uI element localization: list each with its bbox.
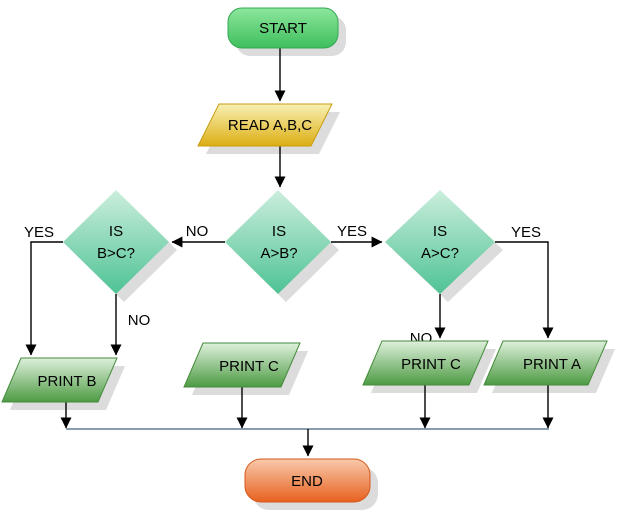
label-ac-yes: YES xyxy=(511,224,541,241)
end-label: END xyxy=(291,473,323,490)
print-a-node xyxy=(483,340,608,386)
edge-ac-yes xyxy=(495,241,554,339)
label-bc-no: NO xyxy=(128,312,151,329)
label-ab-yes: YES xyxy=(337,223,367,240)
edge-label-layer: YES NO YES YES NO NO xyxy=(24,223,541,347)
print-b-label: PRINT B xyxy=(38,373,97,390)
start-label: START xyxy=(259,20,307,37)
decision-ab-line1: IS xyxy=(272,223,286,240)
print-c-middle-label: PRINT C xyxy=(219,358,279,375)
decision-bc-node xyxy=(63,190,169,294)
decision-ac-node xyxy=(385,190,495,294)
decision-bc-line1: IS xyxy=(109,223,123,240)
print-a-label: PRINT A xyxy=(523,356,581,373)
decision-ab-node xyxy=(225,190,331,294)
decision-bc-line2: B>C? xyxy=(97,245,135,262)
print-c-right-node xyxy=(362,340,489,386)
label-ab-no: NO xyxy=(186,223,209,240)
connector-layer xyxy=(25,48,554,457)
decision-ab-line2: A>B? xyxy=(260,245,297,262)
edge-bc-yes xyxy=(25,241,63,356)
print-b-node xyxy=(1,357,118,403)
read-node xyxy=(197,103,333,147)
start-node xyxy=(227,7,339,49)
decision-ac-line1: IS xyxy=(433,223,447,240)
read-label: READ A,B,C xyxy=(228,117,312,134)
end-node xyxy=(244,458,371,503)
print-c-middle-node xyxy=(183,342,301,388)
label-bc-yes: YES xyxy=(24,224,54,241)
node-layer: START READ A,B,C IS A>B? IS B>C? IS A>C?… xyxy=(1,7,608,503)
decision-ac-line2: A>C? xyxy=(421,245,459,262)
print-c-right-label: PRINT C xyxy=(401,356,461,373)
